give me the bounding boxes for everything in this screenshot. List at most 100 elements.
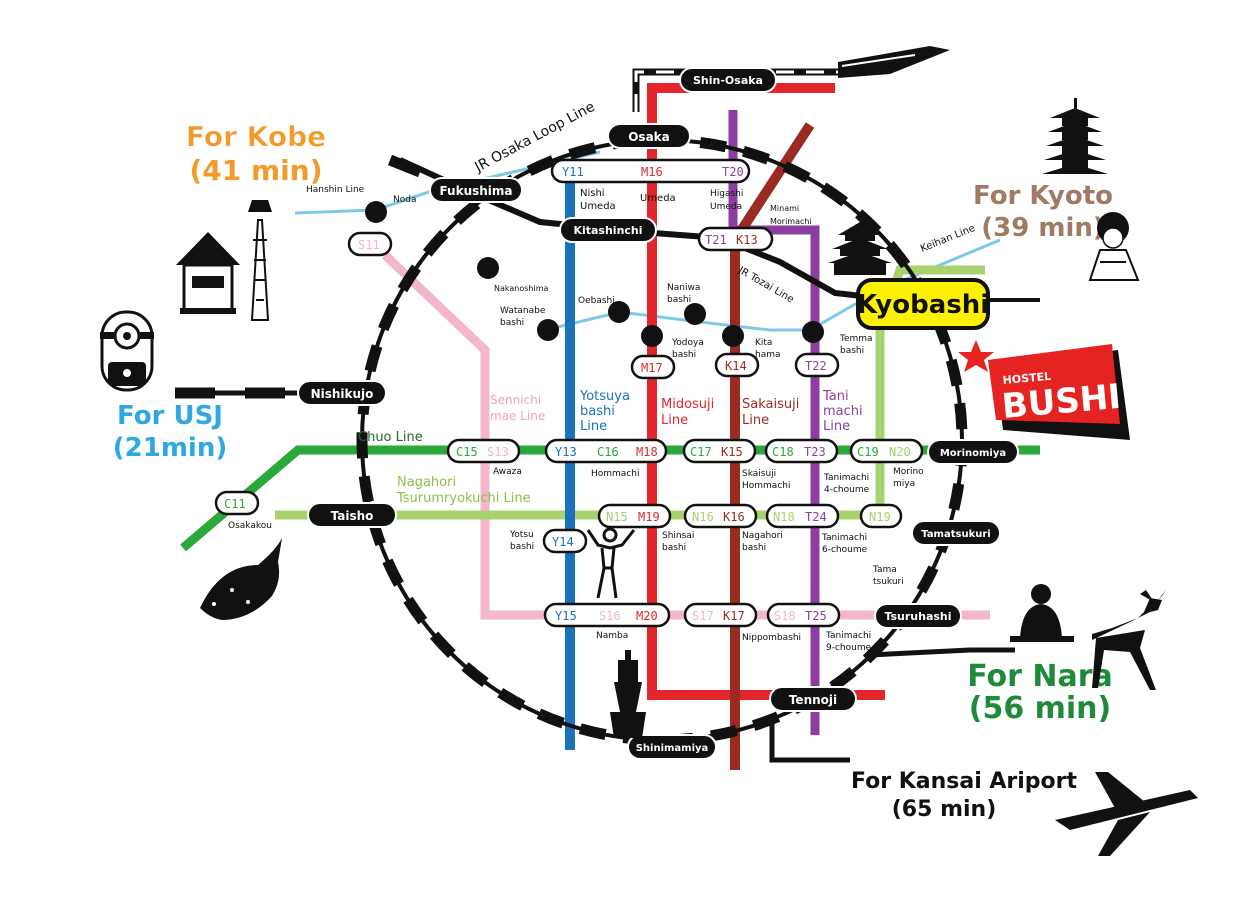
station-code-m20: M20 <box>636 609 658 623</box>
station-code-n19: N19 <box>869 510 891 524</box>
sennichimae-line-label: Sennichi mae Line <box>490 393 545 423</box>
station-name-nakanoshima: Nakanoshima <box>494 284 549 293</box>
station-name-awaza: Awaza <box>493 467 522 477</box>
station-code-s13: S13 <box>487 445 509 459</box>
jr-station-taisho-label: Taisho <box>331 509 374 523</box>
shinkansen-track-ties <box>634 70 838 112</box>
jr-station-osaka-label: Osaka <box>628 130 670 144</box>
station-code-t20: T20 <box>722 165 744 179</box>
destination-nara-line1: For Nara <box>967 659 1113 694</box>
sakaisuji-line-label: Sakaisuji Line <box>742 397 803 428</box>
minion-icon <box>100 310 154 392</box>
jr-station-kyobashi <box>856 278 990 330</box>
destination-usj-line2: (21min) <box>113 433 227 463</box>
station-pill-nippombashi <box>683 602 758 628</box>
station-name-osakakou: Osakakou <box>228 521 272 531</box>
station-pill-sakaisujihommachi <box>682 438 757 464</box>
station-pill-tanimachi6 <box>765 503 840 529</box>
station-code-t21: T21 <box>705 233 727 247</box>
station-code-t23: T23 <box>804 445 826 459</box>
destination-kobe: For Kobe (41 min) <box>186 120 327 187</box>
station-code-k15: K15 <box>721 445 743 459</box>
jr-station-nishikujo-label: Nishikujo <box>311 387 374 401</box>
station-pill-osakakou <box>214 490 260 516</box>
whale-shark-icon <box>200 538 282 620</box>
station-dot-kitahama <box>722 325 744 347</box>
station-code-c15: C15 <box>456 445 478 459</box>
station-name-hommachi: Hommachi <box>591 469 639 479</box>
station-dot-oebashi <box>608 301 630 323</box>
jr-station-fukushima <box>429 177 523 203</box>
station-code-y13: Y13 <box>555 445 577 459</box>
destination-nara: For Nara (56 min) <box>967 659 1113 726</box>
station-code-c19: C19 <box>857 445 879 459</box>
tsutenkaku-icon <box>610 650 646 738</box>
destination-kyoto-line2: (39 min) <box>981 213 1105 243</box>
jr-station-kitashinchi <box>559 217 657 243</box>
midosuji-line-label: Midosuji Line <box>661 397 718 428</box>
station-code-s11: S11 <box>358 238 380 252</box>
jr-station-kitashinchi-label: Kitashinchi <box>573 224 642 237</box>
station-pill-hommachi <box>544 438 668 464</box>
destination-kobe-line1: For Kobe <box>186 120 326 153</box>
station-pill-yotsubashi <box>542 528 588 554</box>
station-pill-s11 <box>347 231 393 257</box>
kobe-tower-icon <box>248 200 272 321</box>
hanshin-line <box>294 150 601 215</box>
station-code-y11: Y11 <box>562 165 584 179</box>
destination-usj-line1: For USJ <box>117 401 223 431</box>
shinkansen-train-icon <box>838 46 950 78</box>
station-pill-tanimachi9 <box>766 602 841 628</box>
hanshin-line-label: Hanshin Line <box>306 185 365 195</box>
station-code-c18: C18 <box>772 445 794 459</box>
airplane-icon <box>1055 772 1198 856</box>
station-code-n20: N20 <box>889 445 911 459</box>
destination-kyoto-line1: For Kyoto <box>973 181 1113 211</box>
station-dot-temmabashi <box>802 321 824 343</box>
station-code-t25: T25 <box>805 609 827 623</box>
station-name-namba: Namba <box>596 631 628 641</box>
jr-tozai-line-label: JR Tozai Line <box>736 265 796 306</box>
station-pill-minamimorimachi <box>697 226 774 252</box>
station-code-s18: S18 <box>774 609 796 623</box>
jr-station-shinosaka-label: Shin-Osaka <box>693 74 763 87</box>
station-pill-awaza <box>446 438 521 464</box>
kobe-pavilion-icon <box>176 232 240 314</box>
jr-station-tsuruhashi-label: Tsuruhashi <box>884 610 951 623</box>
station-pill-tamatsukuri-n19 <box>859 503 903 529</box>
station-pill-namba <box>543 602 671 628</box>
tanimachi-line-label: Tani machi Line <box>822 389 867 434</box>
station-pill-umeda <box>550 158 751 184</box>
jr-station-morinomiya <box>927 439 1019 465</box>
runner-icon <box>586 527 636 599</box>
station-code-n16: N16 <box>692 510 714 524</box>
jr-station-osaka <box>607 123 691 149</box>
station-code-y14: Y14 <box>552 535 574 549</box>
hostel-label-small: HOSTEL <box>1002 370 1051 387</box>
jr-station-tamatsukuri <box>911 520 1001 546</box>
geisha-icon <box>1088 212 1140 281</box>
station-code-c16: C16 <box>597 445 619 459</box>
jr-station-tamatsukuri-label: Tamatsukuri <box>921 529 990 540</box>
station-code-m19: M19 <box>638 510 660 524</box>
jr-station-shinimamiya <box>627 734 717 760</box>
jr-station-tennoji <box>769 686 857 712</box>
station-code-n15: N15 <box>606 510 628 524</box>
buddha-icon <box>1010 584 1074 642</box>
station-name-oebashi: Oebashi <box>578 296 615 306</box>
jr-tozai-line-ties <box>387 154 423 178</box>
station-code-k13: K13 <box>736 233 758 247</box>
station-pill-k14 <box>714 352 760 378</box>
deer-icon <box>1092 590 1166 690</box>
station-code-y15: Y15 <box>555 609 577 623</box>
destination-kansai-line2: (65 min) <box>892 797 997 822</box>
jr-station-tennoji-label: Tennoji <box>789 693 837 707</box>
